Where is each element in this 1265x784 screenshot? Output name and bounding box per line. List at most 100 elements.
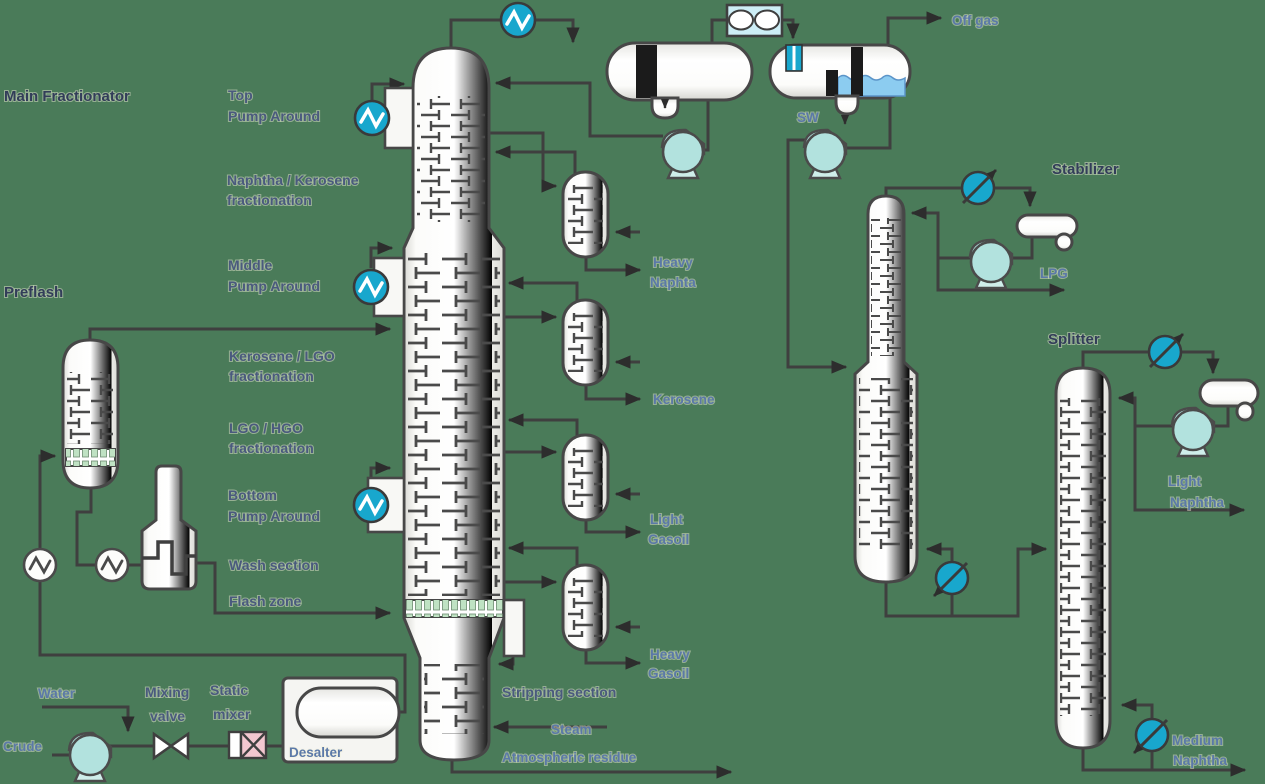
splitter-reboiler-exchanger-icon: [1134, 719, 1168, 753]
line-drum2-to-pump: [845, 98, 892, 150]
line-stripper4-return: [507, 541, 579, 570]
label-light-naphtha-1: Light: [1168, 474, 1201, 489]
line-furnace-to-flashzone: [196, 561, 392, 620]
splitter-reflux-pump: [1170, 406, 1216, 458]
preflash-drum: [61, 338, 120, 490]
label-off-gas: Off gas: [952, 13, 999, 28]
label-heavy-naphtha-2: Naphta: [650, 275, 696, 290]
label-kerosene: Kerosene: [653, 392, 715, 407]
preflash-bottoms-exchanger-icon: [94, 547, 130, 583]
label-light-gasoil-2: Gasoil: [648, 532, 689, 547]
label-water: Water: [38, 686, 76, 701]
middle-pumparound-exchanger-icon: [352, 268, 390, 306]
line-stabilizer-overhead: [884, 186, 1037, 208]
label-atmospheric-residue: Atmospheric residue: [502, 750, 637, 765]
label-steam: Steam: [551, 722, 592, 737]
line-off-gas: [886, 11, 943, 45]
line-stabilizer-reflux: [910, 206, 972, 260]
drum2-weir: [826, 70, 838, 96]
wash-section-packing: [404, 599, 504, 618]
label-light-naphtha-2: Naphtha: [1170, 495, 1224, 510]
overhead-reflux-pump: [660, 128, 706, 180]
drum2-baffle: [851, 47, 863, 96]
furnace-coil-icon: [142, 540, 196, 576]
line-top-pa-return: [370, 77, 406, 100]
line-stabdrum-to-pump: [1011, 237, 1034, 260]
heavy-naphtha-stripper: [561, 170, 610, 259]
splitter-drum-boot: [1235, 401, 1255, 422]
drum2-water-level: [837, 74, 906, 97]
line-kerosene-product: [584, 385, 642, 406]
crude-charge-pump: [67, 731, 113, 783]
line-stripper2-return: [507, 276, 579, 305]
label-mixing-valve-1: Mixing: [145, 684, 189, 700]
drum1-baffle: [636, 45, 657, 98]
line-desalter-to-preflash: [38, 449, 407, 714]
kerosene-stripper: [561, 298, 610, 387]
label-top-pa-2: Pump Around: [228, 108, 320, 124]
label-bottom-pa-2: Pump Around: [228, 508, 320, 524]
label-stripping-section: Stripping section: [502, 684, 616, 700]
desalter: [281, 676, 401, 764]
labels: Main Fractionator Preflash Stabilizer Sp…: [2, 12, 1228, 769]
static-mixer: [227, 730, 268, 760]
furnace: [140, 464, 198, 591]
line-atmospheric-residue: [450, 760, 733, 779]
stabilizer-column: [853, 194, 919, 584]
line-preflash-overhead: [88, 322, 392, 340]
line-light-gasoil-product: [584, 520, 642, 539]
main-column-stripping-trays: [424, 664, 484, 734]
overhead-drum-2: [768, 43, 912, 125]
line-stab-bottoms-to-splitter: [884, 542, 1048, 618]
line-stabilizer-feed: [786, 138, 848, 374]
mixing-valve: [152, 731, 190, 761]
line-flash-vapor-box: [497, 656, 515, 671]
line-lpg: [936, 258, 1066, 297]
line-heavy-gasoil-product: [584, 650, 642, 670]
label-kero-lgo-2: fractionation: [229, 368, 314, 384]
preflash-packing: [66, 449, 115, 466]
label-middle-pa-2: Pump Around: [228, 278, 320, 294]
label-main-fractionator: Main Fractionator: [4, 88, 130, 105]
label-crude: Crude: [3, 739, 42, 754]
label-static-mixer-2: mixer: [213, 706, 251, 722]
label-lgo-hgo-1: LGO / HGO: [229, 420, 303, 436]
label-top-pa-1: Top: [228, 87, 253, 103]
label-lpg: LPG: [1040, 266, 1068, 281]
line-stripper1-return: [494, 145, 577, 175]
line-water: [42, 705, 135, 733]
label-kero-lgo-1: Kerosene / LGO: [229, 348, 335, 364]
label-mixing-valve-2: valve: [150, 708, 185, 724]
label-light-gasoil-1: Light: [650, 512, 683, 527]
line-splitter-reflux: [1117, 391, 1173, 428]
label-preflash: Preflash: [4, 284, 63, 301]
line-light-naphtha: [1133, 426, 1246, 517]
splitter-condenser-icon: [1149, 334, 1183, 368]
bottom-pumparound-exchanger-icon: [352, 486, 390, 524]
label-stabilizer: Stabilizer: [1052, 161, 1119, 178]
line-overhead-reflux: [494, 76, 663, 138]
overhead-condenser-exchanger-icon: [499, 1, 537, 39]
label-sw: SW: [797, 110, 819, 125]
label-naph-kero-1: Naphtha / Kerosene: [227, 172, 359, 188]
air-cooler: [725, 3, 784, 38]
line-middle-pa-return: [369, 241, 394, 268]
line-stripper1-draw: [489, 131, 558, 193]
label-splitter: Splitter: [1048, 331, 1100, 348]
label-heavy-gasoil-1: Heavy: [650, 647, 690, 662]
label-wash-section: Wash section: [229, 557, 319, 573]
line-heavy-naphtha-product: [584, 257, 642, 277]
label-static-mixer-1: Static: [210, 682, 248, 698]
heavy-gasoil-stripper: [561, 563, 610, 652]
stabilizer-reflux-pump: [968, 238, 1014, 290]
main-column-top-trays: [417, 96, 485, 222]
label-bottom-pa-1: Bottom: [228, 487, 277, 503]
label-medium-naphtha-1: Medium: [1172, 733, 1223, 748]
line-stripper3-return: [507, 413, 579, 440]
line-splitter-bottoms: [1081, 748, 1247, 777]
splitter-column: [1054, 366, 1112, 750]
line-drum1-to-aircooler: [710, 18, 727, 43]
light-gasoil-stripper: [561, 433, 610, 522]
label-heavy-gasoil-2: Gasoil: [648, 666, 689, 681]
